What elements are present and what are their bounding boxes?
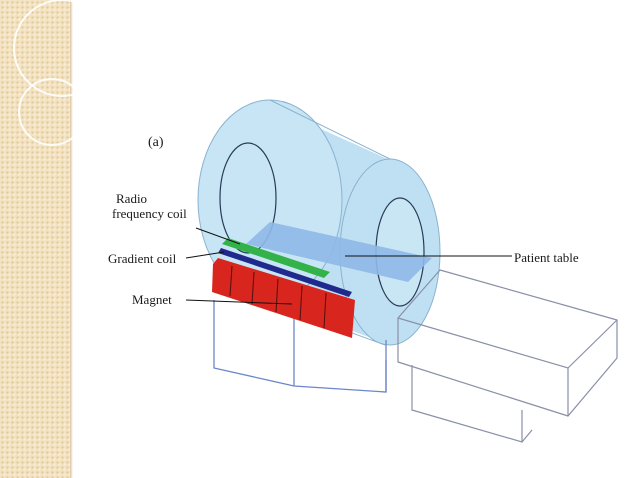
leader-line-rf-coil <box>195 227 241 245</box>
magnet-segment-line <box>299 285 303 321</box>
magnet-segment-line <box>251 271 255 305</box>
decorative-circle-small <box>18 78 86 146</box>
decorative-circles <box>13 0 111 146</box>
decorative-circle-large <box>13 0 111 97</box>
gradient-coil-bar <box>218 248 352 297</box>
magnet-block <box>212 258 355 338</box>
leader-line-gradient-coil <box>185 251 225 259</box>
leader-line-magnet <box>185 299 293 305</box>
label-radio-frequency-coil-line1: Radio <box>116 191 148 206</box>
magnet-segment-line <box>229 265 233 297</box>
patient-table-plate <box>246 222 432 282</box>
patient-table-base <box>397 269 618 443</box>
magnet-segment-line <box>323 292 327 329</box>
magnet-segment-line <box>275 278 279 313</box>
panel-label: (a) <box>148 135 164 150</box>
bore-top-edge <box>269 99 391 160</box>
rf-coil-bar <box>222 238 330 278</box>
bore-opening-front <box>219 142 277 254</box>
label-patient-table: Patient table <box>514 250 579 265</box>
label-magnet: Magnet <box>132 292 172 307</box>
label-radio-frequency-coil-line2: frequency coil <box>112 206 187 221</box>
side-strip-edge <box>70 0 73 478</box>
label-gradient-coil: Gradient coil <box>108 251 177 266</box>
